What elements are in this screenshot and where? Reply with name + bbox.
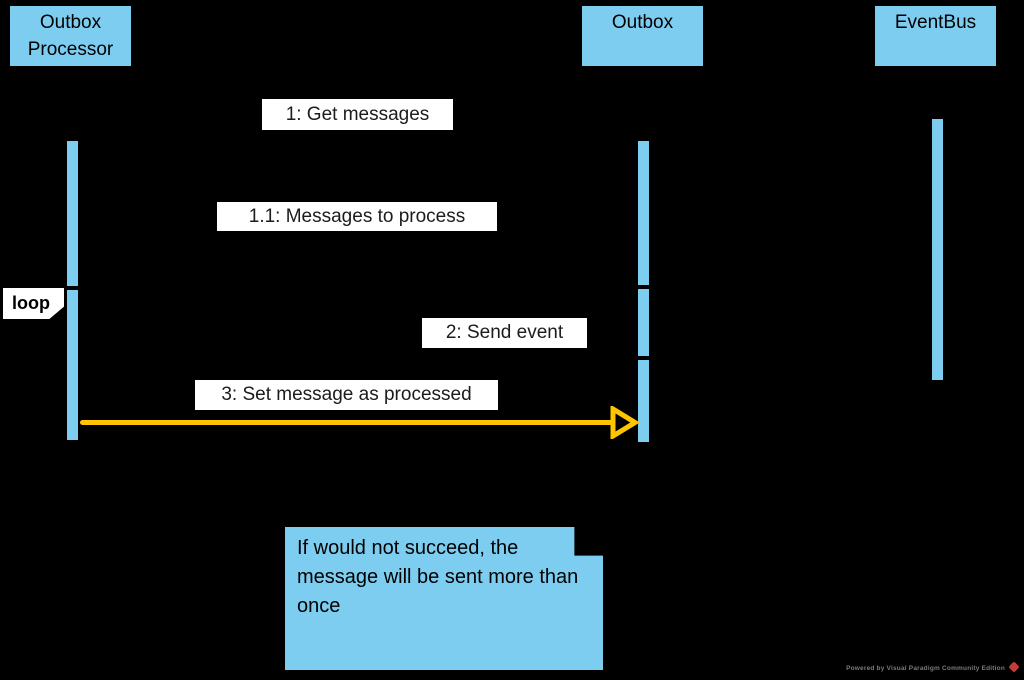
message-label-send-event: 2: Send event bbox=[422, 318, 587, 348]
open-arrowhead-icon bbox=[610, 406, 639, 439]
note-text: If would not succeed, the message will b… bbox=[297, 537, 579, 617]
actor-label-eventbus: EventBus bbox=[894, 12, 977, 33]
note-box: If would not succeed, the message will b… bbox=[285, 527, 603, 670]
actor-box-outbox-processor: Outbox Processor bbox=[8, 4, 133, 68]
activation-bar-outbox-processor-2 bbox=[66, 289, 79, 441]
visual-paradigm-logo-icon bbox=[1008, 661, 1020, 673]
activation-bar-eventbus bbox=[931, 118, 944, 381]
message-label-set-message-processed: 3: Set message as processed bbox=[195, 380, 498, 410]
message-label-get-messages: 1: Get messages bbox=[262, 99, 453, 130]
activation-bar-outbox-3 bbox=[637, 359, 650, 443]
message-label-messages-to-process: 1.1: Messages to process bbox=[217, 202, 497, 231]
watermark-text: Powered by Visual Paradigm Community Edi… bbox=[846, 665, 1005, 672]
loop-fragment-text: loop bbox=[12, 293, 50, 313]
activation-bar-outbox-2 bbox=[637, 288, 650, 357]
actor-box-outbox: Outbox bbox=[580, 4, 705, 68]
highlighted-message-arrow-line bbox=[80, 420, 613, 425]
loop-fragment-label: loop bbox=[3, 288, 64, 319]
actor-label-outbox-processor: Outbox Processor bbox=[27, 12, 114, 60]
activation-bar-outbox-1 bbox=[637, 140, 650, 286]
activation-bar-outbox-processor-1 bbox=[66, 140, 79, 287]
actor-box-eventbus: EventBus bbox=[873, 4, 998, 68]
actor-label-outbox: Outbox bbox=[611, 12, 674, 33]
